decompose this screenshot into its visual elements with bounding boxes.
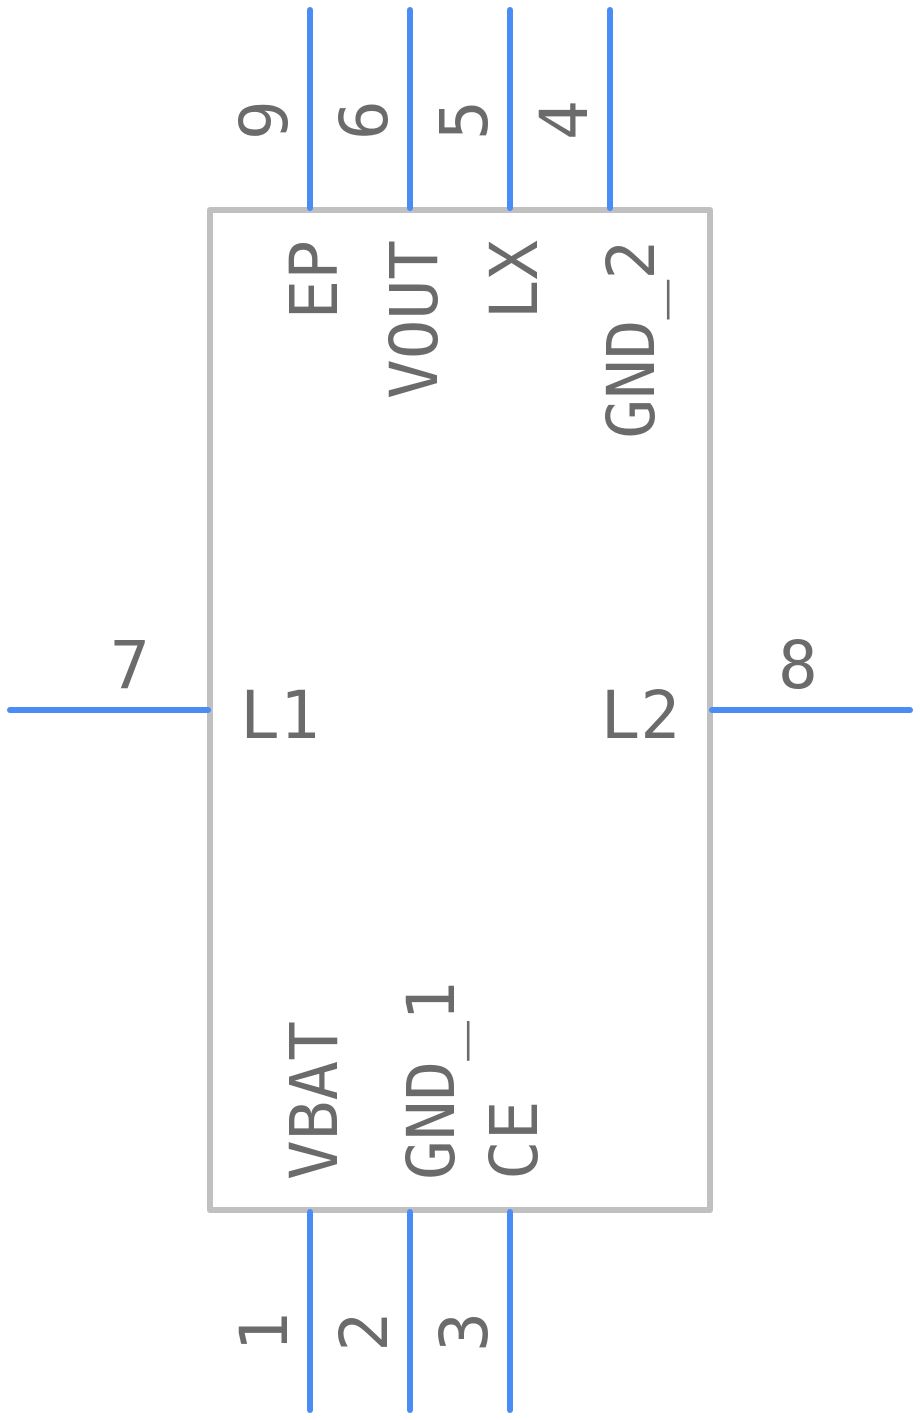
pin-3-name: CE bbox=[476, 1101, 553, 1180]
pin-7-name: L1 bbox=[240, 677, 319, 754]
pin-5-number: 5 bbox=[426, 100, 503, 140]
pin-1-name: VBAT bbox=[276, 1021, 353, 1180]
pin-9-name: EP bbox=[276, 240, 353, 319]
pin-6-name: VOUT bbox=[376, 240, 453, 399]
pin-2-number: 2 bbox=[326, 1312, 403, 1352]
pin-4-number: 4 bbox=[526, 100, 603, 140]
pin-6-number: 6 bbox=[326, 100, 403, 140]
pin-4-name: GND_2 bbox=[593, 240, 670, 439]
pin-9-number: 9 bbox=[226, 100, 303, 140]
pin-8-number: 8 bbox=[778, 627, 818, 704]
pin-3-number: 3 bbox=[426, 1312, 503, 1352]
pin-7-number: 7 bbox=[110, 627, 150, 704]
pin-5-name: LX bbox=[476, 240, 553, 320]
pin-1-number: 1 bbox=[226, 1312, 303, 1352]
pin-2-name: GND_1 bbox=[393, 981, 470, 1180]
pin-8-name: L2 bbox=[601, 677, 680, 754]
